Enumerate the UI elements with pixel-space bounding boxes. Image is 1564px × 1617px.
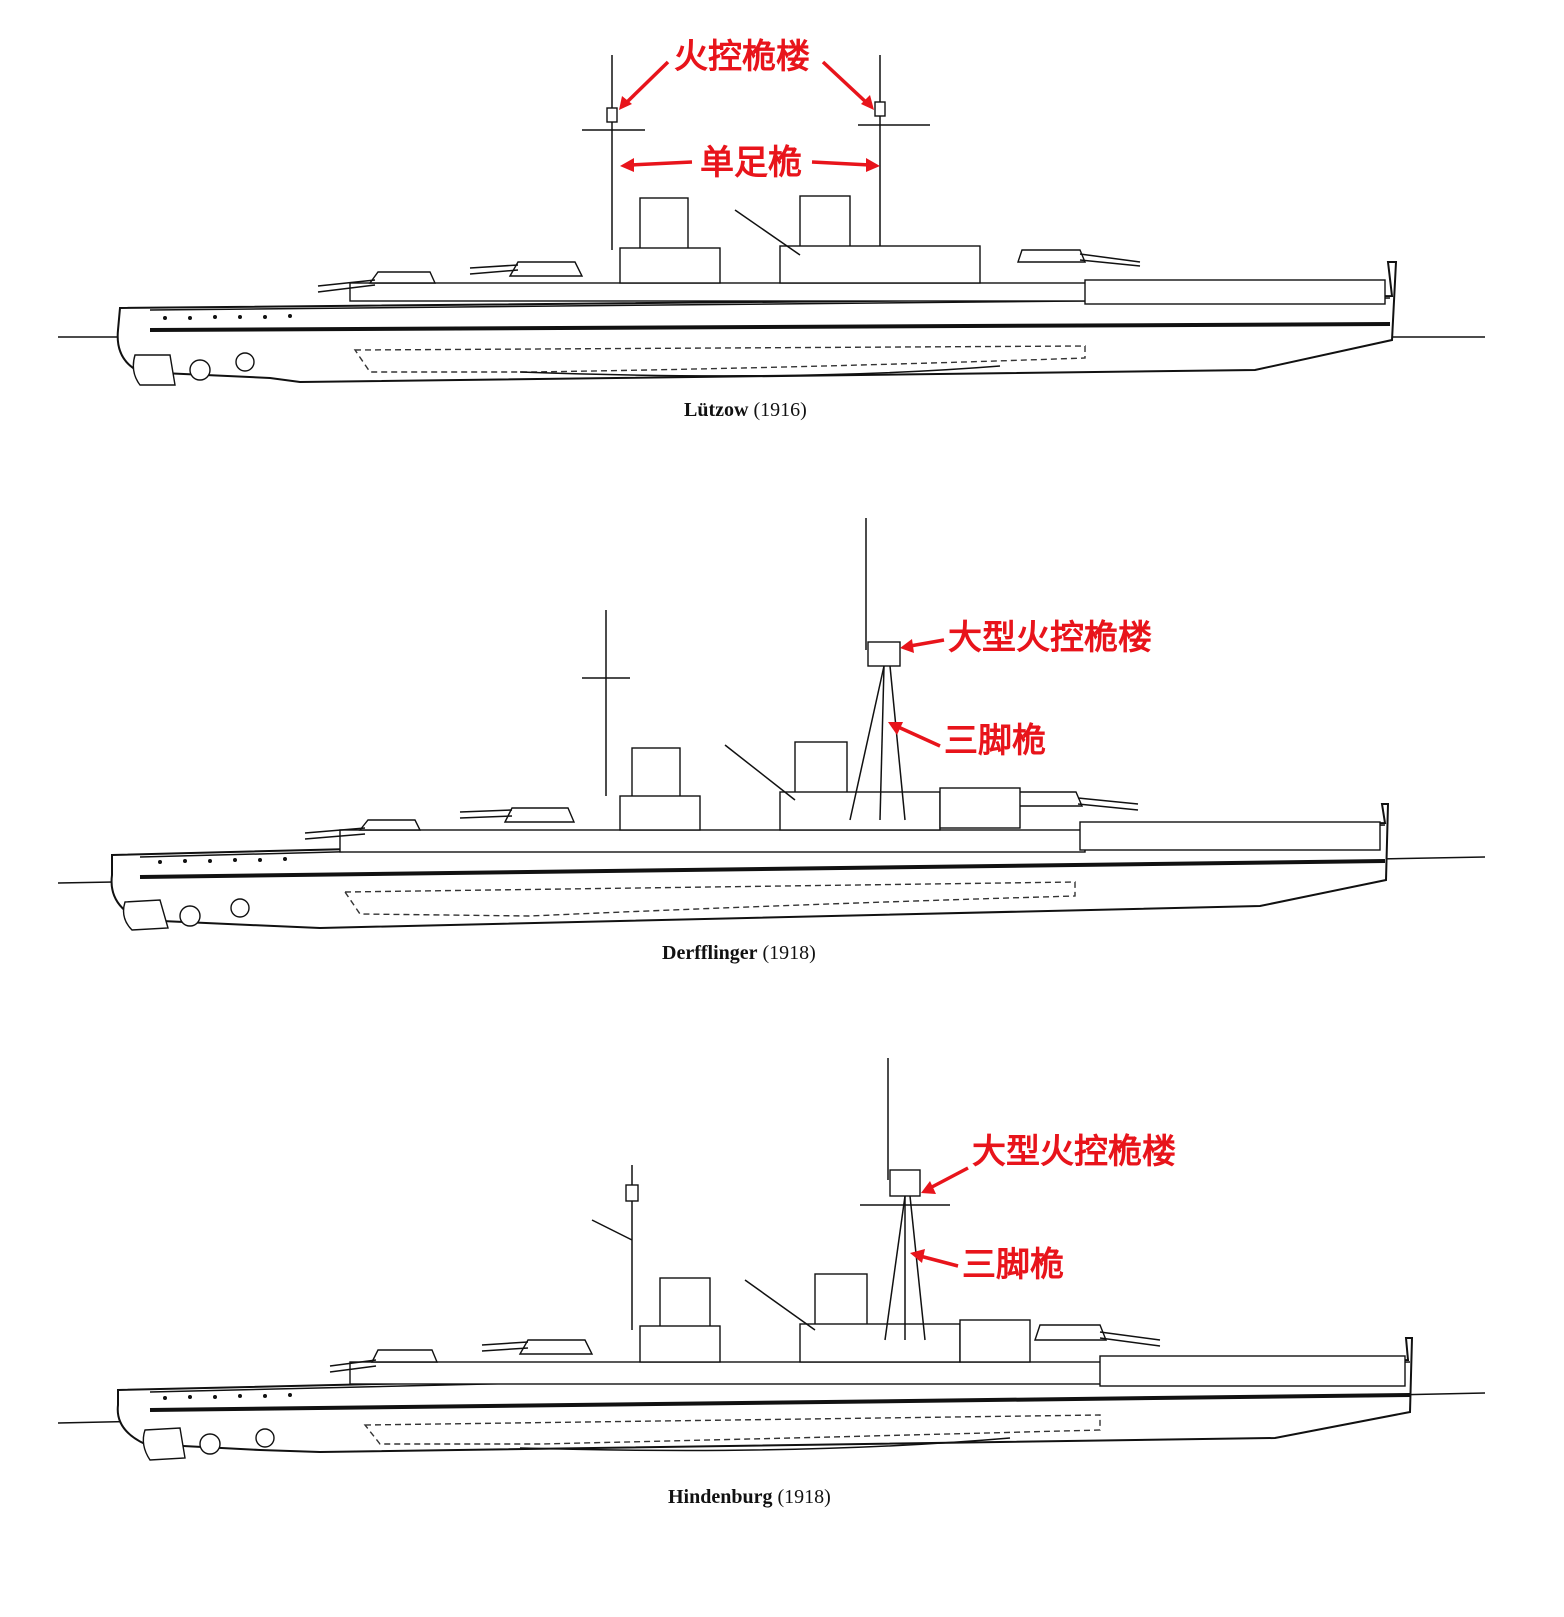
propeller — [199, 1433, 221, 1455]
tripod-mast — [884, 1195, 906, 1341]
annotation-fire-control-top: 火控桅楼 — [674, 37, 810, 77]
aft-fire-control-top — [606, 107, 618, 123]
rudder — [142, 1427, 186, 1461]
funnel — [659, 1277, 711, 1329]
belt-line — [149, 1393, 1411, 1412]
derfflinger-drawing — [57, 518, 1486, 931]
turret — [370, 1349, 439, 1363]
turret — [1017, 249, 1087, 263]
hindenburg-drawing — [57, 1058, 1486, 1461]
funnel — [814, 1273, 868, 1327]
funnel — [639, 197, 689, 251]
belt-line — [139, 859, 1386, 879]
annotation-large-fire-control-top: 大型火控桅楼 — [948, 618, 1152, 658]
ship-name: Derfflinger — [662, 942, 758, 964]
fore-fire-control-top — [874, 101, 886, 117]
belt-line — [149, 322, 1391, 332]
turret — [368, 271, 437, 284]
turret — [503, 807, 576, 823]
turret — [1034, 1324, 1108, 1341]
upper-deck — [349, 1361, 1111, 1385]
lutzow-drawing — [58, 55, 1485, 386]
funnel — [631, 747, 681, 799]
propeller — [179, 905, 201, 927]
funnel — [794, 741, 848, 795]
upper-deck — [339, 829, 1086, 853]
annotation-large-fire-control-top: 大型火控桅楼 — [972, 1132, 1176, 1172]
crane — [724, 744, 796, 801]
ship-panel-hindenburg: 大型火控桅楼 三脚桅 Hindenburg (1918) — [0, 1040, 1564, 1617]
caption-derfflinger: Derfflinger (1918) — [662, 942, 816, 965]
ship-year: (1918) — [777, 1486, 831, 1508]
rudder — [132, 354, 176, 386]
annotation-pole-mast: 单足桅 — [700, 143, 802, 183]
turret — [1010, 791, 1084, 807]
turret — [508, 261, 584, 277]
caption-hindenburg: Hindenburg (1918) — [668, 1486, 831, 1509]
large-fire-control-top — [889, 1169, 921, 1197]
turret — [518, 1339, 594, 1355]
large-fire-control-top — [867, 641, 901, 667]
crane — [744, 1279, 816, 1331]
annotation-tripod-mast: 三脚桅 — [944, 721, 1046, 761]
ship-panel-lutzow: 火控桅楼 单足桅 Lützow (1916) — [0, 0, 1564, 460]
upper-deck — [349, 282, 1091, 302]
crane — [734, 209, 801, 256]
ship-panel-derfflinger: 大型火控桅楼 三脚桅 Derfflinger (1918) — [0, 500, 1564, 980]
tripod-mast — [849, 665, 885, 821]
annotation-tripod-mast: 三脚桅 — [962, 1245, 1064, 1285]
ship-year: (1916) — [753, 399, 807, 421]
turret — [358, 819, 422, 831]
hull — [116, 1337, 1414, 1454]
ship-name: Hindenburg — [668, 1486, 773, 1508]
rudder — [122, 899, 169, 931]
ship-year: (1918) — [762, 942, 816, 964]
propeller — [189, 359, 211, 381]
caption-lutzow: Lützow (1916) — [684, 399, 807, 422]
ship-name: Lützow — [684, 399, 749, 421]
funnel — [799, 195, 851, 249]
